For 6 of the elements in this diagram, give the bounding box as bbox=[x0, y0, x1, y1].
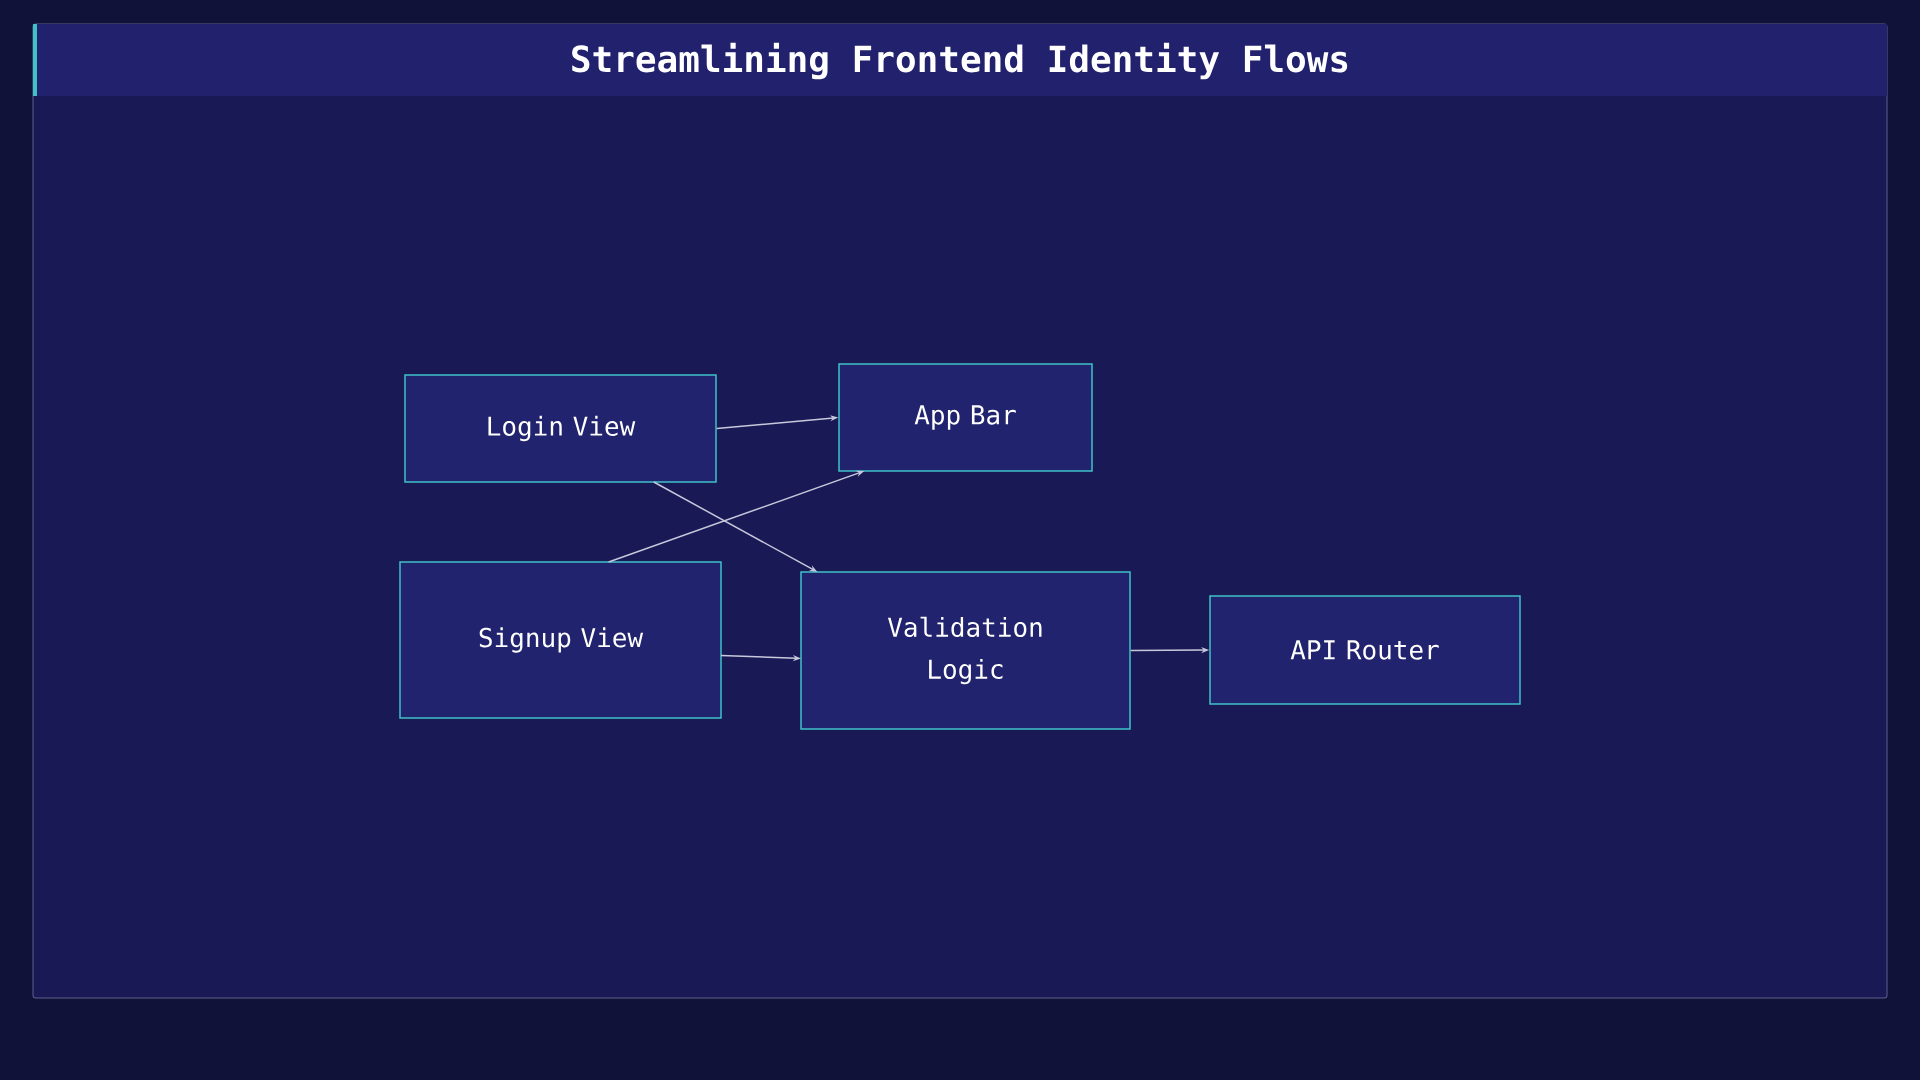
process-box: API Router bbox=[1209, 595, 1521, 705]
process-box: Validation Logic bbox=[800, 571, 1131, 730]
process-box: App Bar bbox=[838, 363, 1093, 472]
process-box: Signup View bbox=[399, 561, 722, 719]
process-box: Login View bbox=[404, 374, 717, 483]
title-bar: Streamlining Frontend Identity Flows bbox=[33, 24, 1887, 96]
